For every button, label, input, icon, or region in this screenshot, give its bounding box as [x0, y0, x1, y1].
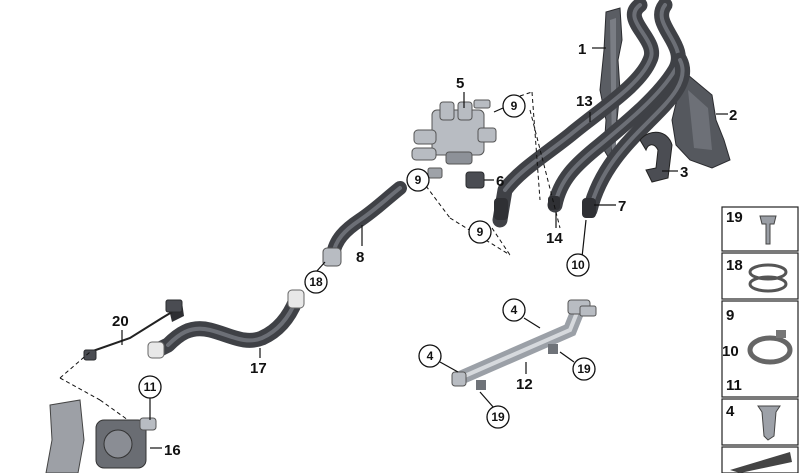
svg-text:9: 9 [726, 307, 734, 324]
leader-lines [59, 47, 728, 449]
label-part-5: 5 [456, 75, 464, 92]
label-part-1: 1 [578, 41, 586, 58]
hose-8 [322, 181, 407, 267]
valve-5 [411, 99, 497, 179]
callout-10: 10 [566, 253, 590, 277]
svg-text:10: 10 [722, 343, 739, 360]
pump-16 [95, 417, 157, 469]
svg-text:10: 10 [571, 258, 585, 272]
part-labels: 1 2 3 5 6 7 8 12 13 14 16 17 20 [112, 41, 737, 459]
label-part-20: 20 [112, 313, 129, 330]
callout-9-top: 9 [502, 94, 526, 118]
clamp-icon [748, 263, 788, 293]
legend-row-19: 19 [721, 206, 799, 252]
screw-icon [759, 215, 777, 245]
label-part-3: 3 [680, 164, 688, 181]
label-part-14: 14 [546, 230, 563, 247]
svg-text:4: 4 [511, 303, 518, 317]
callout-4-lower: 4 [418, 344, 442, 368]
callout-19-right: 19 [572, 357, 596, 381]
svg-text:18: 18 [309, 275, 323, 289]
callout-9-left: 9 [406, 168, 430, 192]
svg-text:19: 19 [577, 362, 591, 376]
svg-text:4: 4 [726, 403, 735, 420]
pipe-12 [451, 299, 597, 390]
legend-row-9-10-11: 9 10 11 [721, 300, 799, 398]
label-part-7: 7 [618, 198, 626, 215]
callout-11: 11 [138, 375, 162, 399]
svg-text:18: 18 [726, 257, 743, 274]
callout-9-bottom: 9 [468, 220, 492, 244]
svg-text:9: 9 [511, 99, 518, 113]
label-part-6: 6 [496, 173, 504, 190]
svg-text:11: 11 [144, 380, 157, 394]
label-part-2: 2 [729, 107, 737, 124]
callout-18: 18 [304, 270, 328, 294]
hose-bundle [492, 0, 691, 228]
label-part-12: 12 [516, 376, 533, 393]
legend-row-18: 18 [721, 252, 799, 300]
label-part-16: 16 [164, 442, 181, 459]
sensor-20 [83, 299, 183, 361]
svg-text:9: 9 [415, 173, 422, 187]
svg-text:4: 4 [427, 349, 434, 363]
grommet-6 [465, 171, 485, 189]
label-part-8: 8 [356, 249, 364, 266]
hose-17 [147, 289, 305, 359]
bracket-2 [671, 69, 731, 169]
label-part-17: 17 [250, 360, 267, 377]
svg-text:9: 9 [477, 225, 484, 239]
svg-text:11: 11 [726, 377, 742, 394]
callouts: 9 9 9 10 18 11 4 4 [138, 94, 596, 429]
wedge-icon [730, 452, 792, 473]
callout-4-upper: 4 [502, 298, 526, 322]
expanding-rivet-icon [757, 405, 781, 441]
hose-clamp-icon [747, 330, 793, 365]
label-part-13: 13 [576, 93, 593, 110]
svg-text:19: 19 [726, 209, 743, 226]
svg-text:19: 19 [491, 410, 505, 424]
parts-legend: 19 18 9 10 11 4 [721, 206, 799, 473]
legend-row-4: 4 [721, 398, 799, 446]
clip-3 [639, 131, 673, 183]
bracket-16 [45, 399, 85, 473]
legend-row-misc [721, 446, 799, 473]
callout-19-bottom: 19 [486, 405, 510, 429]
